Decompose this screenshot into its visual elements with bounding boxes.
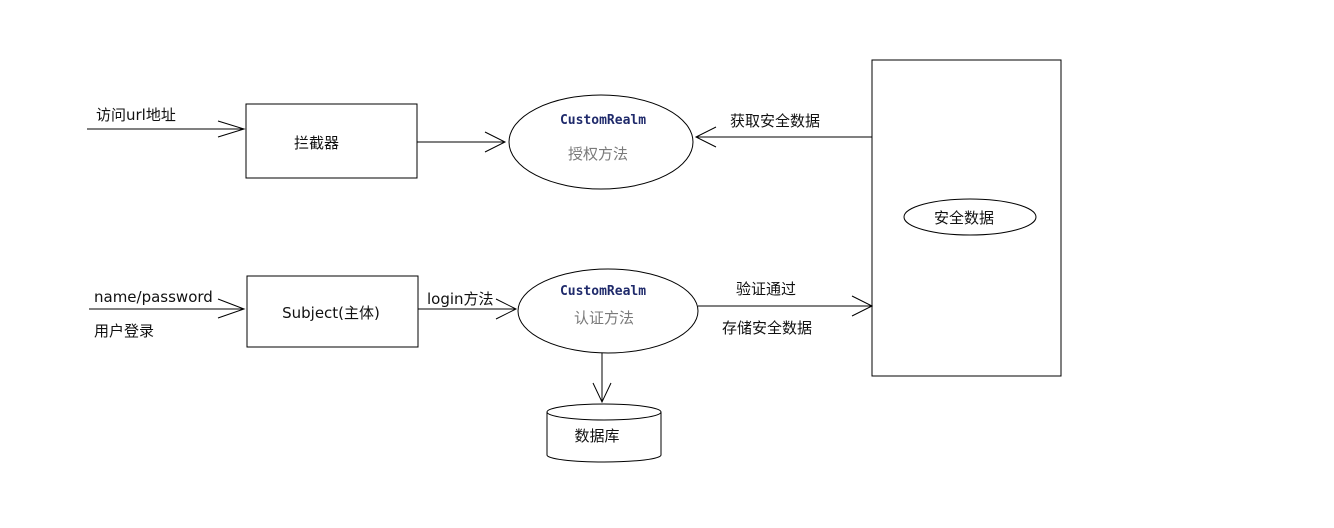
subject-label: Subject(主体): [282, 304, 380, 322]
get-security-data-arrowhead: [694, 126, 717, 148]
realm-authentication-sub: 认证方法: [574, 309, 634, 327]
realm-authorization-ellipse: [508, 94, 694, 190]
interceptor-box: [245, 103, 418, 179]
login-method-label: login方法: [427, 290, 494, 308]
store-security-data-label: 存储安全数据: [722, 319, 812, 337]
login-input-arrowhead: [217, 298, 246, 319]
realm-authentication-title: CustomRealm: [560, 284, 646, 299]
realm-to-database-arrowhead: [592, 382, 612, 404]
get-security-data-label: 获取安全数据: [730, 112, 820, 130]
user-login-label: 用户登录: [94, 322, 154, 340]
subject-to-realm-arrowhead: [495, 298, 518, 320]
store-security-data-arrowhead: [851, 295, 874, 317]
subject-box: [246, 275, 419, 348]
security-data-label: 安全数据: [934, 209, 994, 227]
verify-passed-label: 验证通过: [736, 280, 796, 298]
realm-authorization-title: CustomRealm: [560, 113, 646, 128]
visit-url-label: 访问url地址: [96, 106, 176, 124]
realm-authorization-sub: 授权方法: [568, 145, 628, 163]
database-label: 数据库: [574, 427, 619, 445]
realm-authentication-ellipse: [517, 268, 699, 354]
visit-url-arrowhead: [217, 120, 246, 138]
security-data-ellipse: [903, 198, 1037, 236]
database-cylinder: [546, 403, 662, 463]
interceptor-to-realm-arrowhead: [484, 131, 507, 153]
interceptor-label: 拦截器: [294, 134, 339, 152]
name-password-label: name/password: [94, 288, 213, 306]
